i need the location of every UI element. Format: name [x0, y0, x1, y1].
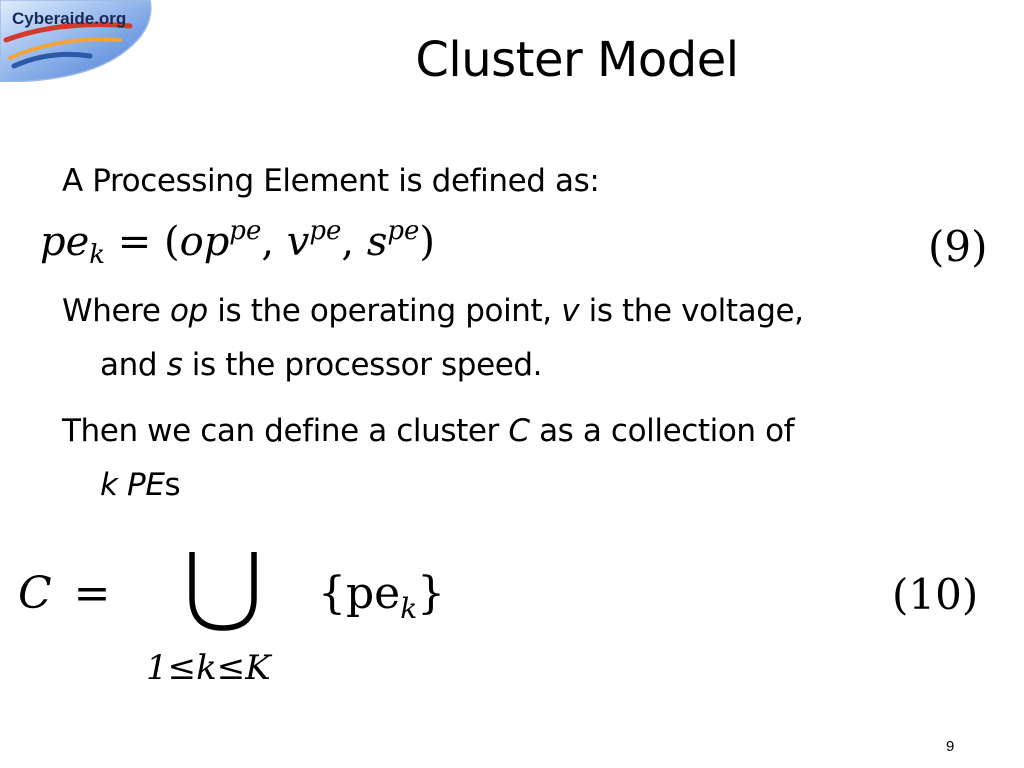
para3-line2: k PEs — [100, 467, 181, 503]
slide-number: 9 — [946, 738, 955, 755]
big-union-symbol — [189, 552, 257, 631]
eq9-op: op — [179, 219, 230, 265]
equation-10-range: 1≤k≤K — [146, 648, 271, 688]
term-v: v — [561, 293, 580, 329]
term-k: k — [100, 467, 118, 503]
eq9-open-paren: ( — [164, 219, 180, 265]
eq9-equals: = — [117, 219, 152, 265]
eq9-lhs: pe — [40, 219, 90, 265]
eq9-s-sup: pe — [387, 216, 420, 246]
eq10-equals: = — [73, 568, 111, 619]
equation-10-lhs: C = — [18, 568, 111, 619]
eq9-lhs-sub: k — [89, 240, 106, 270]
para3-line1: Then we can define a cluster C as a coll… — [62, 413, 795, 449]
eq9-comma2: , — [341, 219, 355, 265]
intro-line: A Processing Element is defined as: — [62, 163, 600, 199]
eq9-s: s — [366, 219, 388, 265]
equation-9: pek = (oppe, vpe, spe) — [40, 216, 435, 270]
term-op: op — [169, 293, 208, 329]
term-c: C — [508, 413, 530, 449]
eq9-v: v — [286, 219, 310, 265]
eq9-comma1: , — [261, 219, 275, 265]
para2-line1: Where op is the operating point, v is th… — [62, 293, 804, 329]
paragraph-cluster: Then we can define a cluster C as a coll… — [62, 404, 992, 512]
eq9-v-sup: pe — [309, 216, 342, 246]
equation-9-number: (9) — [928, 222, 988, 271]
logo-text: Cyberaide.org — [12, 9, 126, 28]
term-s: s — [166, 347, 183, 383]
eq10-set-close: } — [417, 568, 446, 619]
para2-line2: and s is the processor speed. — [100, 347, 543, 383]
eq10-set-sub: k — [400, 592, 418, 625]
eq10-c: C — [18, 568, 52, 619]
equation-10-number: (10) — [892, 570, 979, 619]
equation-10-set: {pek} — [318, 568, 445, 625]
term-pe: PE — [127, 467, 165, 503]
eq9-close-paren: ) — [419, 219, 436, 265]
cyberaide-logo: Cyberaide.org — [0, 0, 152, 82]
paragraph-definitions: Where op is the operating point, v is th… — [62, 284, 992, 392]
slide-title: Cluster Model — [415, 32, 739, 88]
eq9-op-sup: pe — [229, 216, 262, 246]
eq10-set-open: {pe — [318, 568, 401, 619]
